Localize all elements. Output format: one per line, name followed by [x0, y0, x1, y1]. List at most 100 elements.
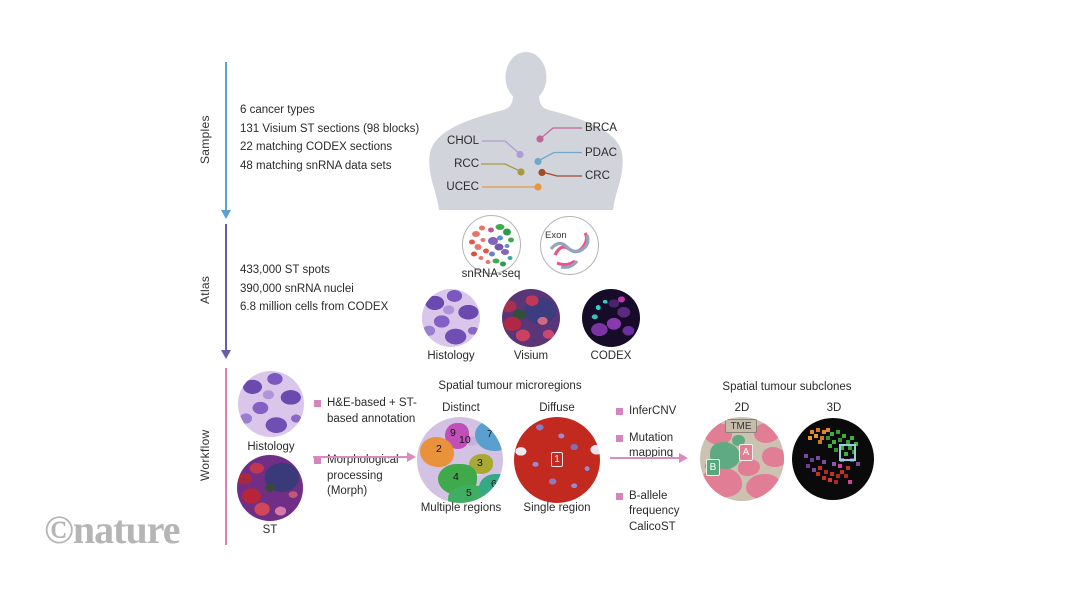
region-number: 5 [466, 487, 472, 499]
samples-stats: 6 cancer types 131 Visium ST sections (9… [240, 101, 419, 175]
region-blob-6 [479, 474, 503, 501]
cancer-label-crc: CRC [585, 170, 610, 182]
human-body-silhouette [429, 52, 623, 210]
cancer-label-ucec: UCEC [446, 181, 479, 193]
modality-label-visium: Visium [513, 350, 549, 362]
distinct-microregions-circle: 9 10 7 2 3 4 5 6 [417, 417, 503, 503]
workflow-st-circle [237, 455, 303, 521]
region-number: 7 [487, 428, 493, 440]
bullet-item: Mutation mapping [616, 431, 694, 462]
stat-line: 6 cancer types [240, 104, 315, 116]
stat-line: 433,000 ST spots [240, 264, 330, 276]
distinct-caption: Multiple regions [420, 502, 502, 514]
atlas-arrow-icon [220, 224, 231, 359]
snrna-umap-circle [462, 215, 521, 274]
analysis-bullet-list: InferCNV Mutation mapping B-allele frequ… [616, 404, 694, 546]
histology-thumbnail-circle [422, 289, 480, 347]
region-number: 10 [459, 434, 471, 446]
bullet-text: Mutation mapping [629, 431, 674, 460]
stat-line: 48 matching snRNA data sets [240, 159, 392, 172]
distinct-label: Distinct [442, 402, 480, 414]
rcc-dot-icon [517, 168, 525, 176]
tumor-blob-green [732, 435, 745, 446]
chol-dot-icon [516, 150, 524, 159]
region-blob-7 [475, 420, 503, 451]
bullet-square-icon [314, 400, 321, 407]
workflow-rail-line [225, 368, 227, 545]
region-number: 2 [436, 443, 442, 455]
stat-line: 131 Visium ST sections (98 blocks) [240, 122, 420, 135]
bullet-item: B-allele frequency CalicoST [616, 489, 694, 536]
bullet-text: B-allele frequency CalicoST [629, 489, 680, 533]
tumor-blob [754, 423, 780, 443]
crc-dot-icon [538, 168, 546, 177]
bullet-item: H&E-based + ST-based annotation [314, 396, 418, 427]
diffuse-caption: Single region [523, 502, 591, 514]
bullet-text: H&E-based + ST-based annotation [327, 397, 417, 425]
region-number: 6 [491, 478, 497, 490]
tumor-blob [746, 474, 780, 499]
cancer-label-brca: BRCA [585, 122, 617, 134]
tumor-blob [762, 447, 784, 467]
cluster-purple-icon [792, 418, 796, 422]
view-3d-label: 3D [826, 402, 842, 414]
workflow-arrow-2-icon [610, 453, 688, 463]
view-2d-label: 2D [734, 402, 750, 414]
subclones-2d-circle: TME A B [700, 417, 784, 501]
cancer-label-rcc: RCC [454, 158, 479, 170]
codex-thumbnail-circle [582, 289, 640, 347]
diffuse-microregion-circle: 1 [514, 417, 600, 503]
diffuse-label: Diffuse [539, 402, 575, 414]
clone-b-tag: B [706, 459, 720, 476]
bullet-item: InferCNV [616, 404, 694, 420]
region-blob-3 [469, 454, 493, 474]
region-number-1-tag: 1 [551, 452, 563, 467]
microregions-title: Spatial tumour microregions [438, 380, 582, 392]
stat-line: 22 matching CODEX sections [240, 141, 393, 153]
region-number: 3 [477, 457, 483, 469]
cancer-label-chol: CHOL [447, 135, 479, 147]
workflow-histology-circle [238, 371, 304, 437]
atlas-section-label: Atlas [198, 275, 212, 305]
visium-thumbnail-circle [502, 289, 560, 347]
bullet-square-icon [616, 434, 623, 442]
workflow-section-label: Workflow [198, 429, 212, 481]
bullet-item: Morphological processing (Morph) [314, 453, 418, 500]
subclones-3d-circle [792, 418, 874, 500]
clone-a-tag: A [739, 444, 753, 461]
tme-tag: TME [725, 419, 757, 433]
bullet-text: Morphological processing (Morph) [327, 454, 399, 497]
dna-helix-icon [549, 232, 590, 269]
stat-line: 390,000 snRNA nuclei [240, 282, 354, 295]
region-number: 4 [453, 471, 459, 483]
pdac-dot-icon [534, 157, 542, 166]
workflow-histology-label: Histology [247, 441, 295, 453]
bullet-square-icon [314, 457, 321, 464]
workflow-st-label: ST [262, 524, 278, 536]
region-blob-2 [420, 437, 454, 467]
nature-watermark: ©nature [44, 507, 180, 552]
exon-label: Exon [545, 230, 567, 241]
bullet-square-icon [616, 408, 623, 415]
bullet-square-icon [616, 492, 623, 500]
samples-section-label: Samples [198, 115, 212, 165]
tumor-blob [738, 459, 760, 476]
region-number: 9 [450, 427, 456, 439]
modality-label-histology: Histology [427, 350, 475, 362]
umap-circle-label: snRNA-seq [461, 268, 521, 280]
workflow-arrow-1-icon [313, 452, 416, 462]
umap-scatter-icon [469, 224, 514, 267]
stat-line: 6.8 million cells from CODEX [240, 301, 389, 313]
brca-dot-icon [536, 135, 544, 143]
cancer-connector-lines [481, 127, 582, 191]
samples-arrow-icon [220, 62, 231, 219]
ucec-dot-icon [534, 183, 542, 191]
bullet-text: InferCNV [629, 405, 677, 417]
exon-dna-circle: Exon [540, 216, 599, 275]
subclones-title: Spatial tumour subclones [722, 381, 852, 393]
annotation-bullet-list: H&E-based + ST-based annotation Morpholo… [314, 396, 418, 511]
cancer-label-pdac: PDAC [585, 147, 617, 159]
roi-square-icon [839, 444, 856, 461]
atlas-stats: 433,000 ST spots 390,000 snRNA nuclei 6.… [240, 261, 388, 317]
